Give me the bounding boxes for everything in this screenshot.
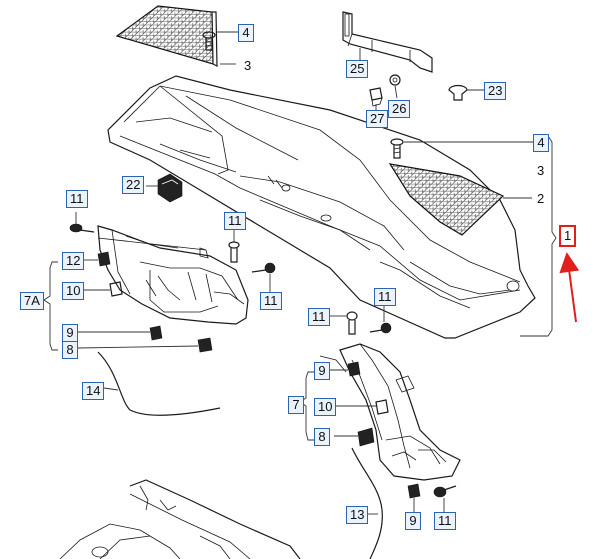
clip-22 <box>157 173 183 203</box>
callout-2[interactable]: 2 <box>537 191 545 206</box>
hose-13 <box>351 447 383 559</box>
clip-9-bottom <box>407 483 421 499</box>
callout-12[interactable]: 12 <box>62 252 85 270</box>
left-rod <box>97 237 207 251</box>
bracket-25 <box>342 11 433 73</box>
screw-right-a <box>346 311 358 335</box>
callout-25[interactable]: 25 <box>346 60 369 78</box>
callout-13[interactable]: 13 <box>346 506 369 524</box>
callout-11-e[interactable]: 11 <box>374 288 396 306</box>
callout-1[interactable]: 1 <box>559 225 577 247</box>
clip-10-left <box>109 281 123 297</box>
callout-11-f[interactable]: 11 <box>434 512 456 530</box>
grommet-8-left <box>197 337 213 353</box>
hose-14 <box>97 351 221 416</box>
left-bracket-assembly <box>97 225 249 325</box>
screw-bottom <box>433 485 457 498</box>
callout-11-d[interactable]: 11 <box>308 308 330 326</box>
screw-right-b <box>369 322 392 334</box>
leader-14 <box>103 387 119 391</box>
callout-8-right[interactable]: 8 <box>314 428 330 446</box>
callout-26[interactable]: 26 <box>388 100 411 118</box>
grille-left <box>115 5 218 67</box>
callout-3-right[interactable]: 3 <box>537 163 545 178</box>
callout-4-right[interactable]: 4 <box>533 134 549 152</box>
callout-11-b[interactable]: 11 <box>224 212 246 230</box>
right-bracket-assembly <box>319 343 461 481</box>
frame-fragment <box>59 479 301 559</box>
clip-9-left <box>149 325 163 341</box>
callout-9-right[interactable]: 9 <box>314 362 330 380</box>
nut-26 <box>389 74 401 86</box>
callout-23[interactable]: 23 <box>484 82 507 100</box>
callout-9-bottom[interactable]: 9 <box>405 512 421 530</box>
callout-4-top[interactable]: 4 <box>238 24 254 42</box>
screw-left-mid <box>228 241 240 263</box>
grille-right <box>388 163 505 236</box>
callout-27[interactable]: 27 <box>366 110 389 128</box>
leader-8-left <box>77 345 199 349</box>
callout-11-a[interactable]: 11 <box>66 190 88 208</box>
clip-12 <box>97 251 111 267</box>
screw-left-right <box>251 262 276 274</box>
callout-11-c[interactable]: 11 <box>260 292 282 310</box>
callout-22[interactable]: 22 <box>122 176 145 194</box>
callout-9-left[interactable]: 9 <box>62 324 78 342</box>
callout-8-left[interactable]: 8 <box>62 341 78 359</box>
clip-23 <box>448 84 468 101</box>
screw-left-top <box>69 223 95 233</box>
callout-10-left[interactable]: 10 <box>62 282 85 300</box>
bracket-7a <box>43 261 58 351</box>
bolt-top <box>202 31 216 51</box>
callout-3-top[interactable]: 3 <box>244 58 252 73</box>
grommet-8-right <box>357 427 375 447</box>
bracket-1 <box>520 135 557 337</box>
callout-7a[interactable]: 7A <box>20 292 44 310</box>
highlight-arrow <box>559 252 580 323</box>
clip-27 <box>369 87 383 107</box>
callout-7[interactable]: 7 <box>288 396 304 414</box>
clip-9-right <box>347 361 361 377</box>
bolt-right <box>390 138 404 159</box>
callout-14[interactable]: 14 <box>82 382 105 400</box>
leader-26 <box>394 85 398 99</box>
callout-10-right[interactable]: 10 <box>314 398 337 416</box>
clip-10-right <box>375 399 389 415</box>
